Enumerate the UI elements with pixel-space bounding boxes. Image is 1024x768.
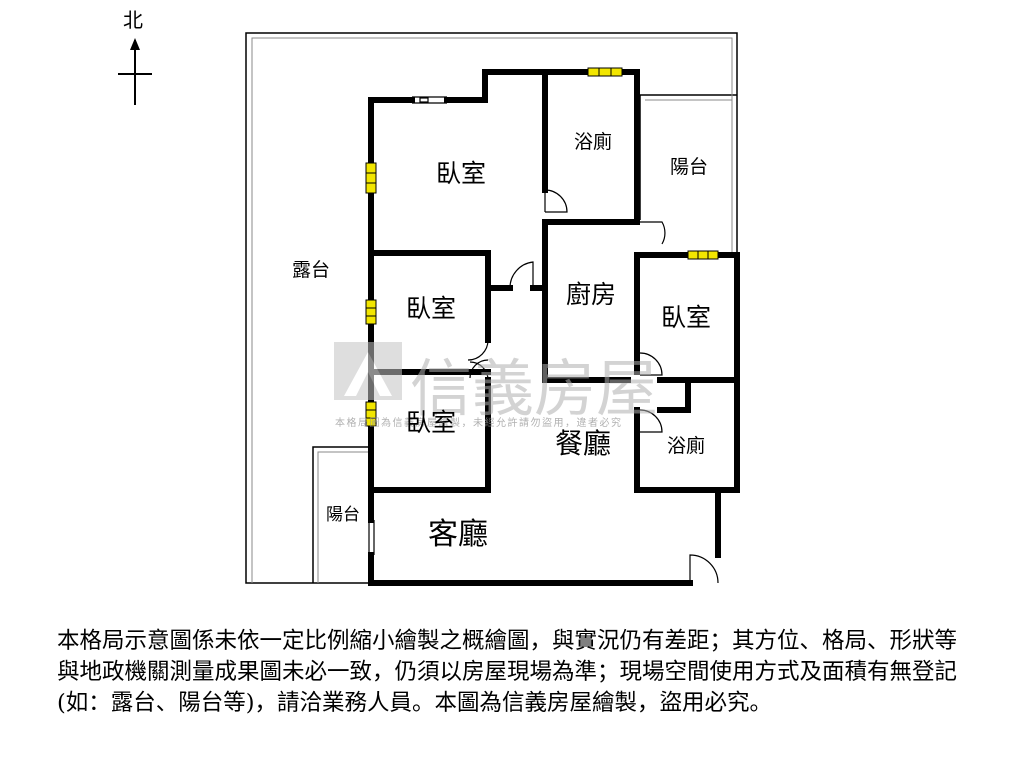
watermark-notice: 本格局圖為信義房屋繪製，未經允許請勿盜用，違者必究 (335, 418, 623, 429)
room-balcony-left-label: 陽台 (326, 505, 360, 525)
room-bedroom-main-label: 臥室 (436, 159, 487, 188)
compass-label: 北 (123, 8, 143, 32)
room-balcony-right-label: 陽台 (670, 156, 709, 178)
disclaimer-text: 本格局示意圖係未依一定比例縮小繪製之概繪圖，與實況仍有差距；其方位、格局、形狀等… (57, 628, 958, 716)
room-terrace-label: 露台 (292, 259, 331, 281)
doors (368, 96, 719, 584)
room-kitchen-label: 廚房 (566, 280, 617, 309)
watermark-brand: 信義房屋 (410, 352, 659, 425)
room-bedroom-bottom-label: 臥室 (406, 408, 457, 437)
room-bedroom-right-label: 臥室 (661, 303, 712, 332)
floor-plan (118, 32, 740, 586)
walls (368, 69, 740, 586)
room-dining-label: 餐廳 (555, 427, 612, 460)
windows (365, 67, 719, 427)
watermark-logo-icon (334, 342, 402, 400)
room-bedroom-middle-label: 臥室 (406, 294, 457, 323)
north-arrow-icon (118, 38, 152, 105)
room-bath-top-label: 浴廁 (574, 131, 613, 153)
room-bath-right-label: 浴廁 (667, 435, 706, 457)
room-living-label: 客廳 (428, 517, 488, 552)
